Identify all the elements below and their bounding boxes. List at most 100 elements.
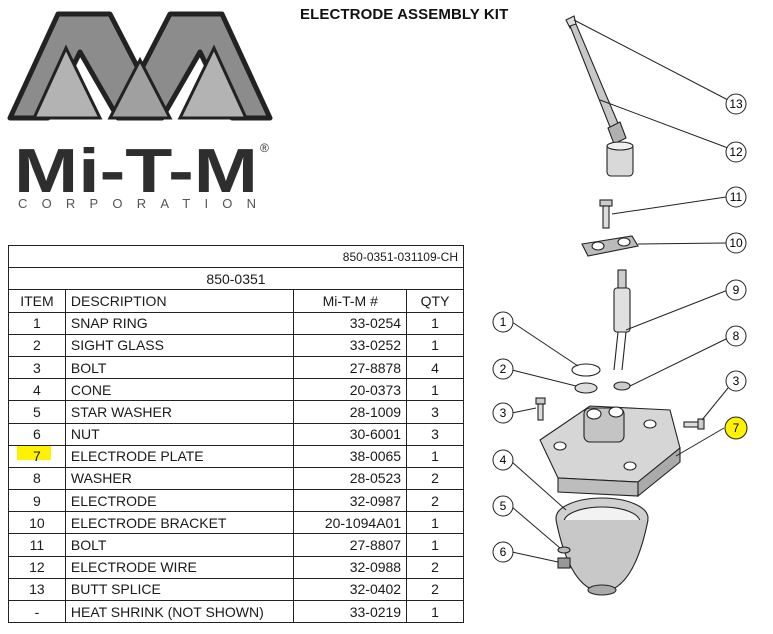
description-cell: CONE [64,378,295,402]
exploded-diagram: 13 12 11 10 9 8 7 3 [492,15,748,596]
callout-10: 10 [725,232,747,254]
item-cell: 7 [8,444,66,468]
qty-cell: 1 [406,599,464,624]
description-cell: BOLT [64,355,295,380]
kit-number-row: 850-0351 [8,267,464,291]
part-number-cell: 33-0252 [293,333,408,357]
description-cell: HEAT SHRINK (NOT SHOWN) [64,599,295,624]
qty-cell: 2 [406,489,464,513]
item-cell: 6 [8,422,66,446]
sight-glass-drawing [574,382,598,394]
item-cell: 1 [8,311,66,335]
svg-text:9: 9 [733,283,740,297]
callout-1: 1 [492,311,514,333]
item-cell: 3 [8,355,66,380]
qty-cell: 1 [406,511,464,535]
electrode-drawing [613,269,631,371]
description-cell: BUTT SPLICE [64,577,295,602]
callout-13: 13 [725,93,747,115]
qty-cell: 3 [406,422,464,446]
logo-mountain-icon [7,11,273,121]
svg-text:7: 7 [733,421,740,435]
item-cell: - [8,599,66,624]
part-number-cell: 32-0988 [293,555,408,579]
part-number-cell: 27-8878 [293,355,408,380]
star-washer-drawing [557,546,571,554]
part-number-cell: 28-1009 [293,400,408,424]
svg-text:8: 8 [733,329,740,343]
callout-3-left: 3 [492,402,514,424]
description-cell: ELECTRODE WIRE [64,555,295,579]
svg-text:3: 3 [733,374,740,388]
bolt-drawing [599,199,613,229]
svg-text:13: 13 [729,97,743,111]
electrode-plate-drawing [539,405,681,498]
callout-11: 11 [725,186,747,208]
column-header-item: ITEM [8,289,66,313]
svg-text:10: 10 [729,236,743,250]
part-number-cell: 33-0254 [293,311,408,335]
description-cell: ELECTRODE BRACKET [64,511,295,535]
item-cell: 4 [8,378,66,402]
description-cell: STAR WASHER [64,400,295,424]
nut-drawing [557,557,571,569]
page-title: ELECTRODE ASSEMBLY KIT [300,6,509,23]
callout-2: 2 [492,358,514,380]
callout-8: 8 [725,325,747,347]
part-number-cell: 33-0219 [293,599,408,624]
qty-cell: 1 [406,333,464,357]
qty-cell: 3 [406,400,464,424]
item-cell: 13 [8,577,66,602]
callout-9: 9 [725,279,747,301]
description-cell: ELECTRODE PLATE [64,444,295,468]
svg-text:12: 12 [729,145,743,159]
column-header-description: DESCRIPTION [64,289,295,313]
description-cell: WASHER [64,466,295,491]
electrode-bracket-drawing [581,235,639,257]
snap-ring-drawing [571,363,601,377]
svg-text:4: 4 [500,453,507,467]
svg-text:3: 3 [500,406,507,420]
item-cell: 9 [8,489,66,513]
mitm-logo: Mi-T-M ® CORPORATION [7,11,273,211]
svg-text:2: 2 [500,362,507,376]
item-cell: 12 [8,555,66,579]
cone-drawing [555,497,649,596]
callout-3-right: 3 [725,370,747,392]
description-cell: NUT [64,422,295,446]
part-number-cell: 32-0402 [293,577,408,602]
part-number-cell: 32-0987 [293,489,408,513]
item-cell: 11 [8,533,66,557]
kit-number: 850-0351 [8,267,464,291]
qty-cell: 1 [406,311,464,335]
callout-12: 12 [725,141,747,163]
bolt-right-drawing [683,418,705,430]
svg-text:6: 6 [500,545,507,559]
doc-code: 850-0351-031109-CH [8,244,464,269]
description-cell: SNAP RING [64,311,295,335]
part-number-cell: 28-0523 [293,466,408,491]
part-number-cell: 20-0373 [293,378,408,402]
washer-drawing [613,381,631,391]
description-cell: SIGHT GLASS [64,333,295,357]
parts-table: 850-0351-031109-CH 850-0351 ITEM DESCRIP… [8,244,464,624]
bolt-left-drawing [535,397,546,421]
item-cell: 5 [8,400,66,424]
svg-text:11: 11 [730,190,743,204]
column-header-part-number: Mi-T-M # [293,289,408,313]
column-header-qty: QTY [406,289,464,313]
description-cell: BOLT [64,533,295,557]
item-cell: 8 [8,466,66,491]
svg-text:5: 5 [500,499,507,513]
